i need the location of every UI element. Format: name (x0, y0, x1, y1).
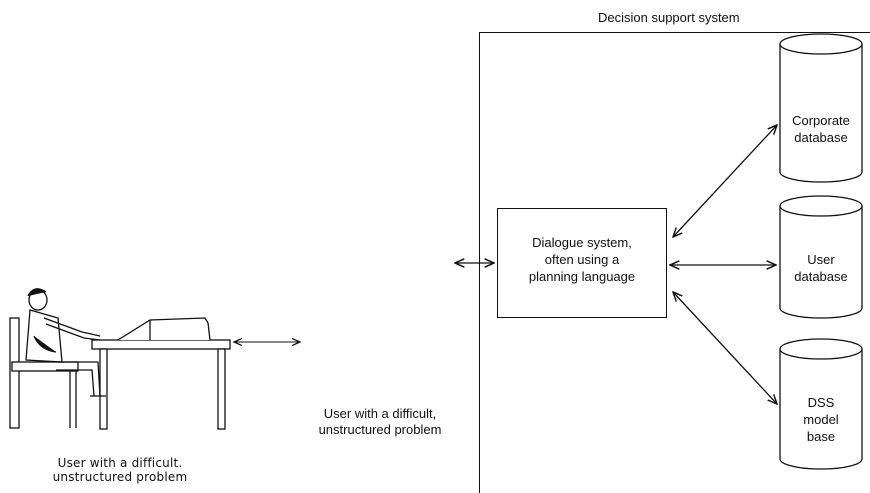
model-line-1: DSS (781, 394, 861, 411)
corporate-line-2: database (781, 129, 861, 146)
model-line-3: base (781, 428, 861, 445)
caption-line-2: unstructured problem (10, 470, 230, 484)
dss-model-base-label: DSS model base (781, 394, 861, 445)
corporate-line-1: Corporate (781, 112, 861, 129)
user-db-line-1: User (781, 251, 861, 268)
arrow-dialogue-model (673, 292, 777, 404)
user-db-line-2: database (781, 268, 861, 285)
corporate-database-label: Corporate database (781, 112, 861, 146)
model-line-2: model (781, 411, 861, 428)
user-at-desk-illustration (10, 289, 230, 429)
user-label-line-1: User with a difficult, (300, 406, 460, 422)
user-label-line-2: unstructured problem (300, 422, 460, 438)
illustration-caption: User with a difficult. unstructured prob… (10, 456, 230, 484)
caption-line-1: User with a difficult. (10, 456, 230, 470)
corporate-database-cylinder (780, 34, 862, 182)
arrow-dialogue-corporate (673, 125, 777, 237)
user-database-label: User database (781, 251, 861, 285)
user-description-label: User with a difficult, unstructured prob… (300, 406, 460, 438)
